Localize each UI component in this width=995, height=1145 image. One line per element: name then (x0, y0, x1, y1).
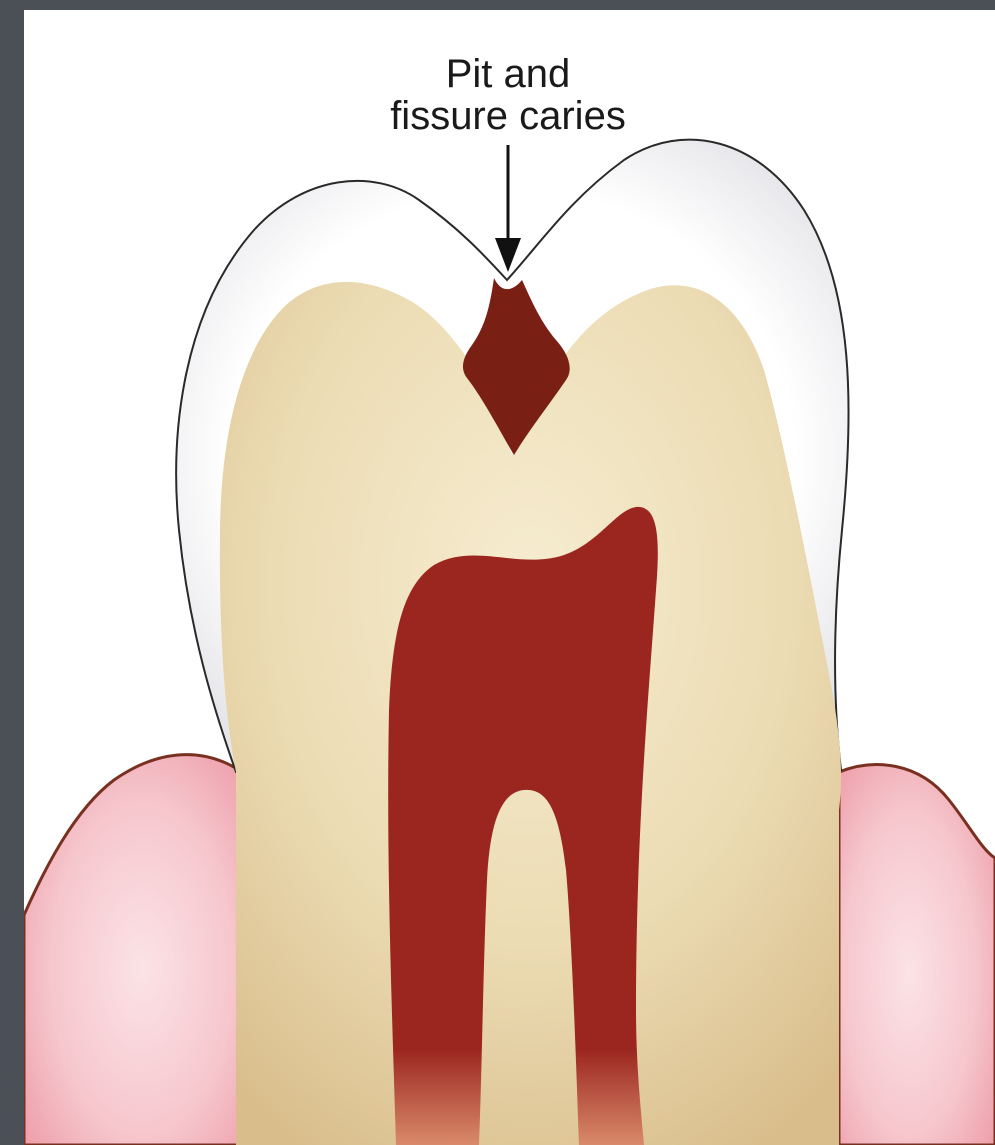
diagram-panel: Pit and fissure caries (24, 10, 995, 1145)
gum-right (839, 765, 995, 1145)
annotation-label-line-1: Pit and (358, 54, 658, 94)
annotation-label-line-2: fissure caries (358, 96, 658, 136)
annotation-arrowhead (495, 238, 521, 272)
tooth-cross-section-illustration (24, 10, 995, 1145)
gum-left (24, 755, 239, 1145)
